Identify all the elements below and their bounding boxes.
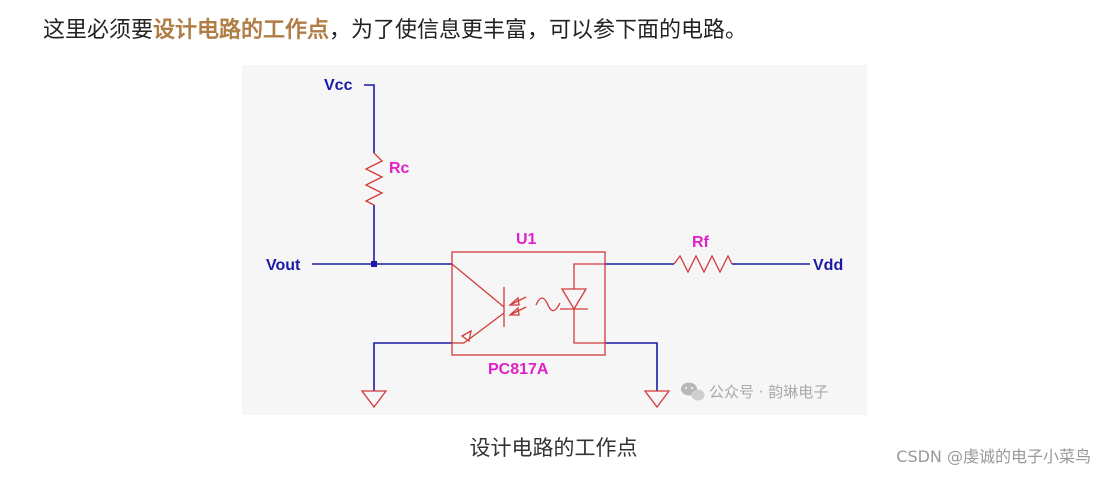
junction-dot-icon bbox=[371, 261, 377, 267]
wires bbox=[312, 84, 810, 391]
components bbox=[364, 152, 733, 356]
label-vout: Vout bbox=[266, 257, 301, 274]
diagram-watermark: 公众号 · 韵琳电子 bbox=[681, 382, 828, 401]
label-u1: U1 bbox=[516, 231, 537, 248]
circuit-figure: Vcc Rc Vout U1 PC817A Rf Vdd 公众号 · 韵琳电子 bbox=[242, 65, 867, 415]
label-vcc: Vcc bbox=[324, 77, 353, 94]
resistor-icon bbox=[364, 152, 384, 206]
ground-icon bbox=[360, 390, 388, 409]
intro-highlight: 设计电路的工作点 bbox=[153, 18, 330, 43]
intro-paragraph: 这里必须要设计电路的工作点，为了使信息更丰富，可以参下面的电路。 bbox=[43, 14, 747, 48]
label-rc: Rc bbox=[389, 160, 410, 177]
ground-left bbox=[360, 390, 388, 409]
label-vdd: Vdd bbox=[813, 257, 843, 274]
intro-text-after: ，为了使信息更丰富，可以参下面的电路。 bbox=[329, 18, 748, 43]
circuit-diagram: Vcc Rc Vout U1 PC817A Rf Vdd 公众号 · 韵琳电子 bbox=[266, 77, 843, 409]
ground-right bbox=[643, 390, 671, 409]
resistor-icon bbox=[673, 254, 733, 274]
wire-vcc bbox=[364, 84, 375, 153]
led-icon bbox=[560, 263, 605, 344]
wire-ground-left bbox=[373, 342, 452, 391]
label-rf: Rf bbox=[692, 234, 710, 251]
wechat-icon bbox=[681, 382, 705, 401]
light-signal-icon bbox=[508, 296, 561, 316]
ground-icon bbox=[643, 390, 671, 409]
wire-ground-right bbox=[605, 342, 658, 391]
watermark-text: 公众号 · 韵琳电子 bbox=[709, 383, 828, 401]
optocoupler-body bbox=[451, 251, 606, 356]
figure-caption: 设计电路的工作点 bbox=[469, 436, 638, 460]
label-part: PC817A bbox=[488, 361, 549, 378]
csdn-watermark: CSDN @虔诚的电子小菜鸟 bbox=[896, 447, 1091, 466]
intro-text-before: 这里必须要 bbox=[43, 18, 154, 43]
phototransistor-icon bbox=[451, 263, 505, 344]
